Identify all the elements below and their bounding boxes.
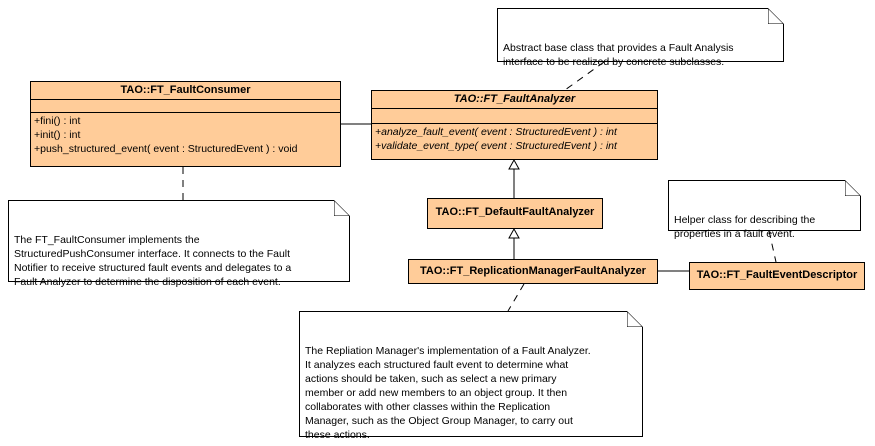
note-fold-icon	[768, 8, 784, 24]
operation: +analyze_fault_event( event : Structured…	[375, 126, 617, 138]
operations-compartment: +fini() : int +init() : int +push_struct…	[31, 112, 340, 157]
note-anchor-repmgr	[507, 283, 525, 312]
class-fault-event-descriptor[interactable]: TAO::FT_FaultEventDescriptor	[689, 262, 865, 290]
descriptor-note: Helper class for describing the properti…	[668, 180, 861, 240]
replication-manager-note: The Repliation Manager's implementation …	[299, 311, 643, 441]
class-name: TAO::FT_FaultAnalyzer	[453, 93, 576, 105]
consumer-note: The FT_FaultConsumer implements the Stru…	[8, 200, 350, 288]
operations-compartment: +analyze_fault_event( event : Structured…	[372, 123, 657, 154]
class-fault-analyzer[interactable]: TAO::FT_FaultAnalyzer +analyze_fault_eve…	[371, 90, 658, 160]
class-fault-consumer[interactable]: TAO::FT_FaultConsumer +fini() : int +ini…	[30, 81, 341, 167]
class-name: TAO::FT_DefaultFaultAnalyzer	[435, 206, 595, 218]
note-fold-icon	[334, 200, 350, 216]
operation: +init() : int	[34, 129, 81, 141]
consumer-note-text: The FT_FaultConsumer implements the Stru…	[14, 234, 292, 288]
descriptor-note-text: Helper class for describing the properti…	[674, 214, 816, 240]
class-name: TAO::FT_ReplicationManagerFaultAnalyzer	[420, 265, 646, 277]
note-fold-icon	[845, 180, 861, 196]
note-anchor-analyzer	[564, 61, 605, 91]
analyzer-note: Abstract base class that provides a Faul…	[497, 8, 784, 68]
attributes-compartment	[31, 99, 340, 112]
class-default-fault-analyzer[interactable]: TAO::FT_DefaultFaultAnalyzer	[427, 198, 603, 229]
replication-manager-note-text: The Repliation Manager's implementation …	[305, 345, 591, 441]
generalization-arrowhead	[508, 227, 520, 239]
note-anchor-descriptor	[768, 230, 777, 263]
operation: +fini() : int	[34, 115, 81, 127]
analyzer-note-text: Abstract base class that provides a Faul…	[503, 42, 734, 68]
class-name: TAO::FT_FaultConsumer	[120, 84, 251, 96]
class-name: TAO::FT_FaultEventDescriptor	[696, 269, 858, 281]
operation: +validate_event_type( event : Structured…	[375, 140, 617, 152]
class-replication-manager-fault-analyzer[interactable]: TAO::FT_ReplicationManagerFaultAnalyzer	[408, 259, 658, 284]
note-fold-icon	[627, 311, 643, 327]
generalization-arrowhead	[508, 158, 520, 170]
operation: +push_structured_event( event : Structur…	[34, 143, 298, 155]
attributes-compartment	[372, 108, 657, 123]
